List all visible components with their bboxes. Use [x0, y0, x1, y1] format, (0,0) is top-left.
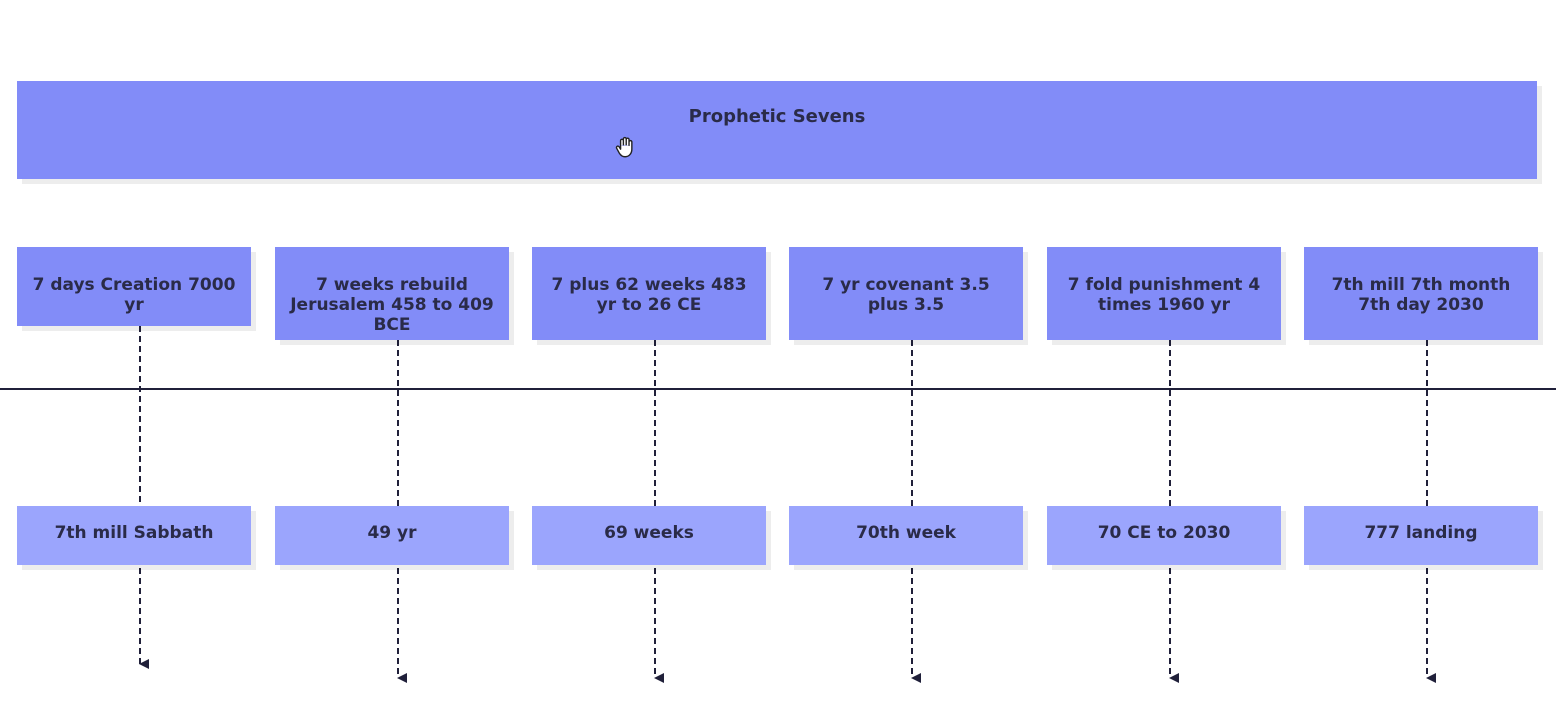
timeline-title-text: Prophetic Sevens — [688, 106, 866, 127]
event-box-2[interactable]: 49 yr — [275, 506, 509, 565]
period-label-4: 7 yr covenant 3.5 plus 3.5 — [822, 275, 990, 315]
period-box-4[interactable]: 7 yr covenant 3.5 plus 3.5 — [789, 247, 1023, 340]
period-box-5[interactable]: 7 fold punishment 4 times 1960 yr — [1047, 247, 1281, 340]
event-box-6[interactable]: 777 landing — [1304, 506, 1538, 565]
period-box-2[interactable]: 7 weeks rebuild Jerusalem 458 to 409 BCE — [275, 247, 509, 340]
event-label-6: 777 landing — [1364, 523, 1478, 543]
event-label-4: 70th week — [856, 523, 956, 543]
hand-grab-icon — [615, 136, 633, 158]
period-box-3[interactable]: 7 plus 62 weeks 483 yr to 26 CE — [532, 247, 766, 340]
event-box-5[interactable]: 70 CE to 2030 — [1047, 506, 1281, 565]
period-label-6: 7th mill 7th month 7th day 2030 — [1331, 275, 1511, 315]
event-label-3: 69 weeks — [604, 523, 694, 543]
event-box-1[interactable]: 7th mill Sabbath — [17, 506, 251, 565]
timeline-title[interactable]: Prophetic Sevens — [17, 81, 1537, 179]
period-box-1[interactable]: 7 days Creation 7000 yr — [17, 247, 251, 326]
event-label-5: 70 CE to 2030 — [1097, 523, 1231, 543]
period-label-2: 7 weeks rebuild Jerusalem 458 to 409 BCE — [290, 275, 494, 335]
event-label-2: 49 yr — [367, 523, 417, 543]
event-box-4[interactable]: 70th week — [789, 506, 1023, 565]
period-label-1: 7 days Creation 7000 yr — [32, 275, 236, 315]
period-box-6[interactable]: 7th mill 7th month 7th day 2030 — [1304, 247, 1538, 340]
event-box-3[interactable]: 69 weeks — [532, 506, 766, 565]
period-label-3: 7 plus 62 weeks 483 yr to 26 CE — [551, 275, 747, 315]
period-label-5: 7 fold punishment 4 times 1960 yr — [1067, 275, 1261, 315]
event-label-1: 7th mill Sabbath — [54, 523, 214, 543]
